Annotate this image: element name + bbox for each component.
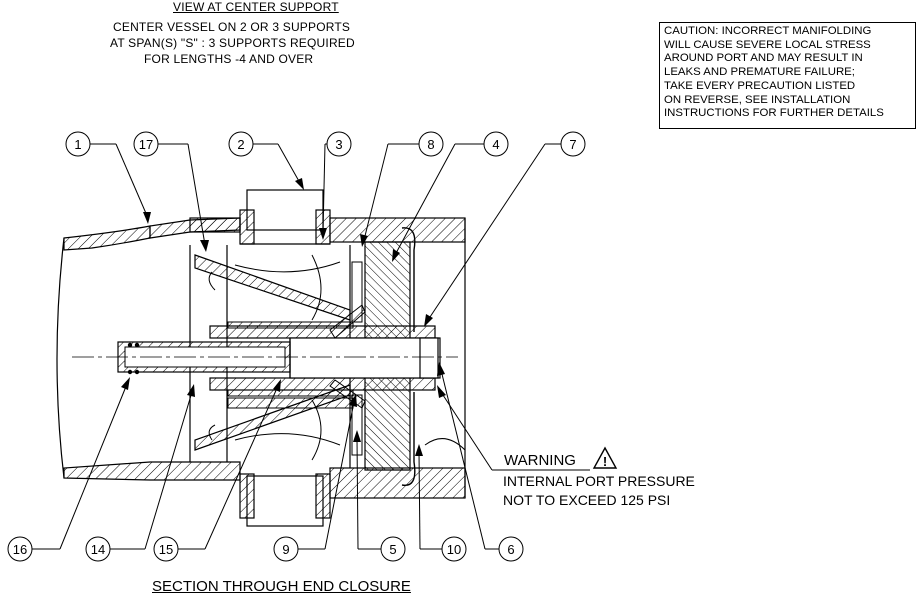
balloon-label: 1: [74, 137, 81, 152]
balloon-label: 9: [282, 542, 289, 557]
balloon-7: [424, 131, 586, 327]
warning-symbol: !: [603, 454, 607, 469]
support-line-3: FOR LENGTHS -4 AND OVER: [144, 52, 314, 66]
warning-title: WARNING: [504, 452, 576, 469]
balloon-8: [360, 131, 444, 247]
balloon-label: 17: [139, 137, 153, 152]
port-pipe-lower: [209, 377, 436, 391]
balloon-15: [153, 379, 281, 562]
balloon-16: [7, 377, 130, 562]
balloon-1: [65, 131, 151, 224]
caution-line: WILL CAUSE SEVERE LOCAL STRESS: [664, 38, 871, 51]
support-line-1: CENTER VESSEL ON 2 OR 3 SUPPORTS: [113, 20, 351, 34]
shell-top-left: [189, 217, 241, 233]
balloon-label: 3: [335, 137, 342, 152]
balloon-label: 5: [389, 542, 396, 557]
caution-line: LEAKS AND PREMATURE FAILURE;: [664, 66, 855, 79]
warning-leader: [437, 385, 590, 471]
vessel-shell-lower: [63, 461, 241, 481]
view-title: VIEW AT CENTER SUPPORT: [173, 0, 339, 14]
caution-box: CAUTION: INCORRECT MANIFOLDING WILL CAUS…: [659, 22, 916, 129]
caution-line: AROUND PORT AND MAY RESULT IN: [664, 52, 863, 65]
warning-line-2: NOT TO EXCEED 125 PSI: [503, 492, 671, 508]
balloon-4: [392, 131, 509, 262]
caution-line: ON REVERSE, SEE INSTALLATION: [664, 93, 851, 106]
balloon-14: [85, 384, 195, 562]
balloon-label: 14: [91, 542, 105, 557]
balloon-3: [319, 131, 352, 240]
balloon-label: 15: [159, 542, 173, 557]
balloon-2: [228, 131, 304, 190]
balloon-label: 2: [237, 137, 244, 152]
balloon-label: 8: [427, 137, 434, 152]
balloon-5: [353, 430, 406, 562]
warning-line-1: INTERNAL PORT PRESSURE: [503, 473, 695, 489]
port-bottom: [246, 475, 324, 527]
support-line-2: AT SPAN(S) "S" : 3 SUPPORTS REQUIRED: [110, 36, 355, 50]
balloon-label: 16: [13, 542, 27, 557]
vessel-shell-upper: [63, 225, 151, 251]
balloon-9: [273, 394, 357, 562]
balloon-label: 10: [447, 542, 461, 557]
caution-line: INSTRUCTIONS FOR FURTHER DETAILS: [664, 107, 884, 120]
shell-top-mid: [329, 217, 466, 243]
balloon-label: 6: [507, 542, 514, 557]
caution-line: CAUTION: INCORRECT MANIFOLDING: [664, 25, 872, 37]
warning-triangle-icon: [592, 446, 618, 469]
section-title: SECTION THROUGH END CLOSURE: [152, 578, 411, 595]
caution-line: TAKE EVERY PRECAUTION LISTED: [664, 79, 856, 92]
balloon-label: 7: [569, 137, 576, 152]
balloon-10: [415, 444, 467, 562]
port-top: [246, 189, 324, 231]
balloon-6: [437, 362, 524, 562]
shell-bot-mid: [329, 467, 466, 499]
balloon-label: 4: [492, 137, 499, 152]
balloon-17: [133, 131, 209, 252]
port-pipe-bore: [289, 337, 441, 379]
